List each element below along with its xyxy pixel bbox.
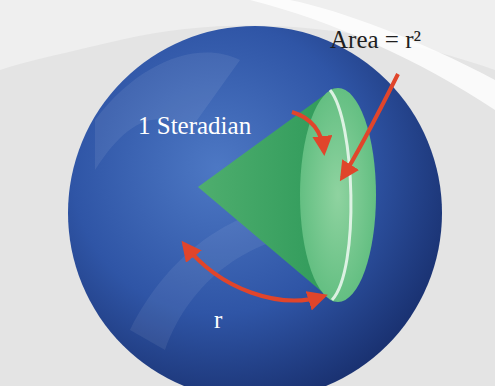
watermark-band [95,53,240,171]
angle-label: 1 Steradian [138,112,251,141]
radius-arrow [184,244,324,300]
radius-label: r [214,306,222,335]
cone-base [300,88,376,302]
leader-arrow [292,112,324,152]
leader-arrow [342,74,398,178]
base-rim [330,90,351,300]
area-label: Area = r² [330,26,421,55]
sphere [68,26,442,386]
